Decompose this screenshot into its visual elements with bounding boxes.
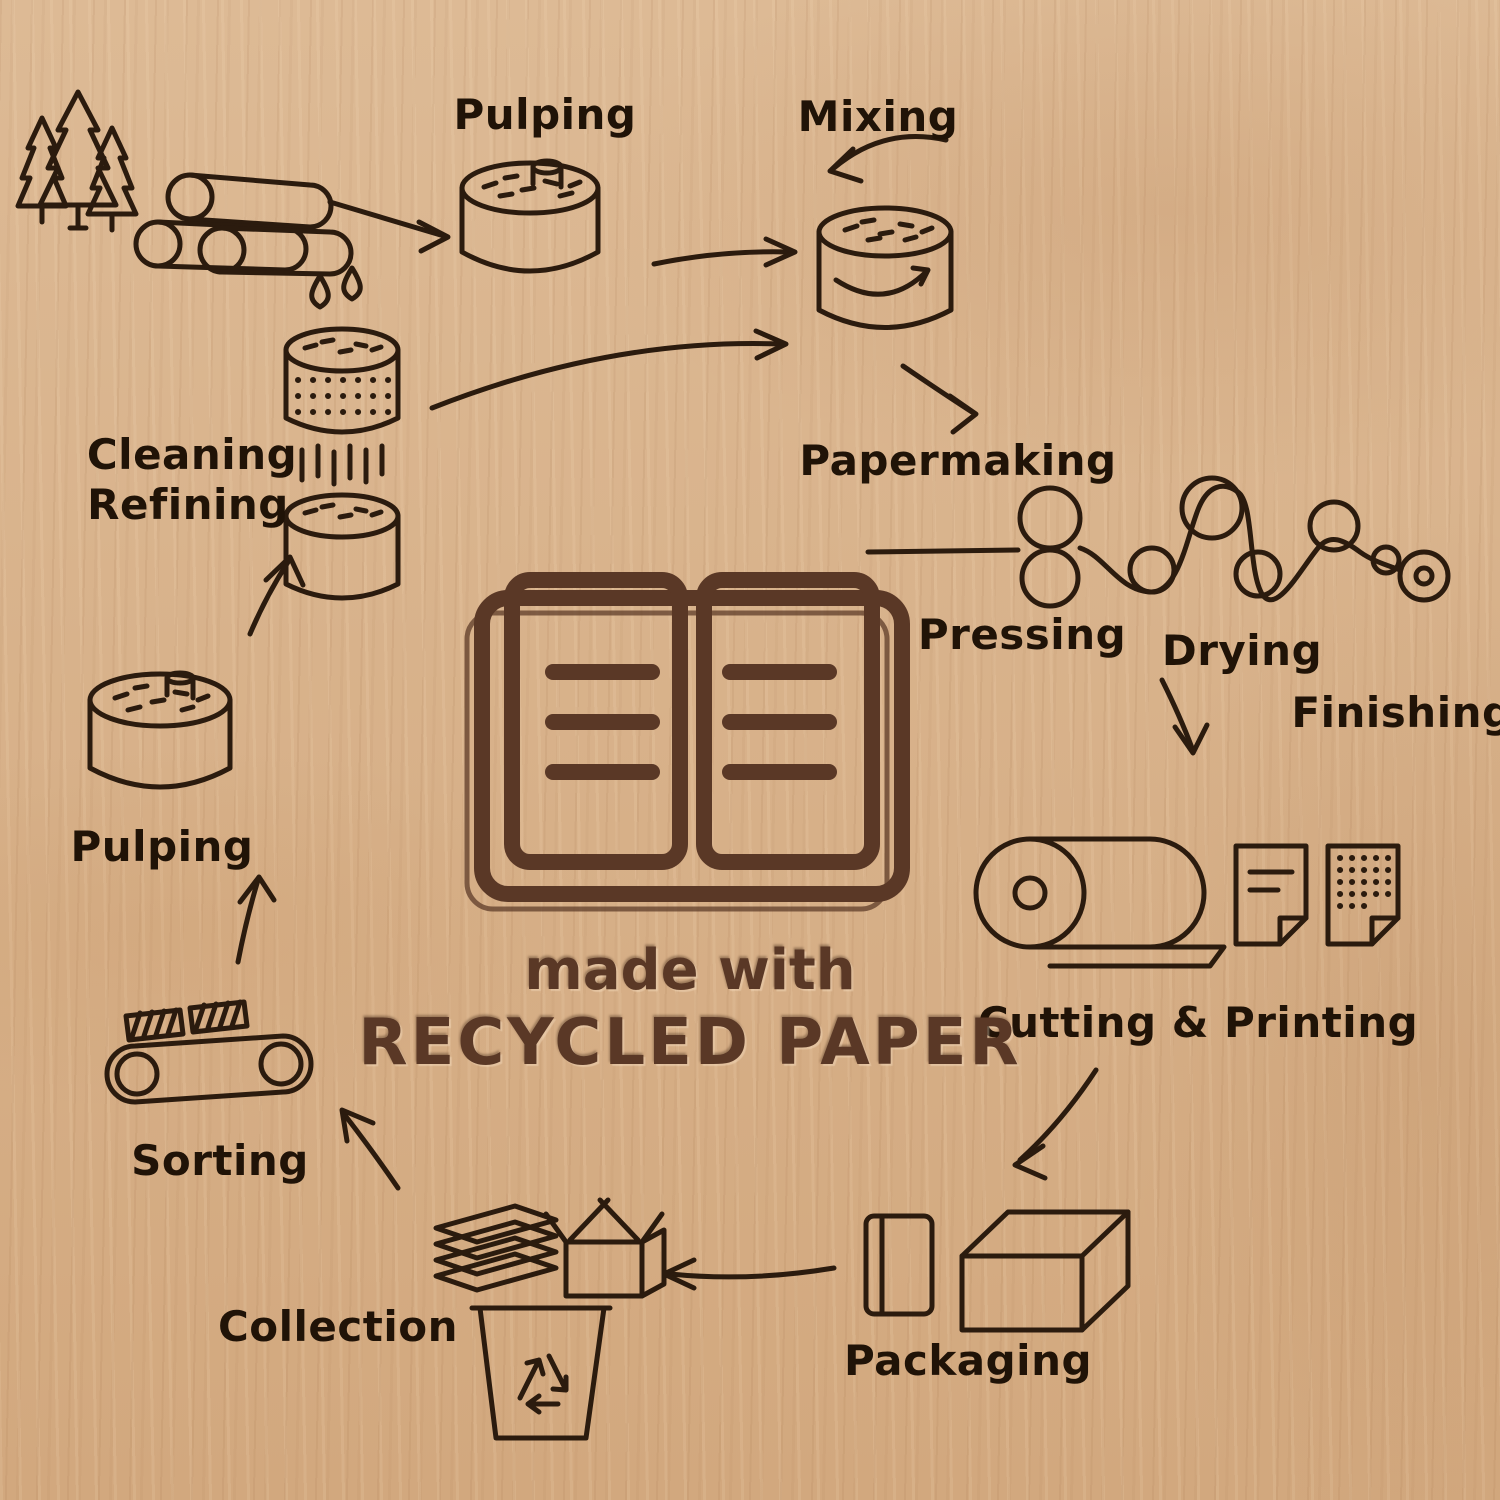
label-cutting-printing: Cutting & Printing — [977, 998, 1419, 1047]
conveyor-icon — [104, 999, 314, 1105]
open-book-icon — [464, 572, 910, 912]
open-box-icon — [543, 1197, 667, 1299]
pulping-vat-left-icon — [87, 670, 233, 790]
label-refining: Refining — [87, 480, 289, 529]
dotted-sheet-icon — [1325, 843, 1401, 947]
recycle-bin-icon — [469, 1305, 613, 1441]
refining-vat-icon — [283, 492, 401, 601]
arrow-packaging-to-collection — [661, 1257, 837, 1291]
label-packaging: Packaging — [843, 1336, 1093, 1385]
box-icon — [959, 1209, 1131, 1333]
arrow-logs-to-pulping — [327, 199, 451, 254]
label-pressing: Pressing — [917, 610, 1127, 659]
cleaning-vat-icon — [283, 326, 401, 487]
paper-roll-icon — [973, 836, 1227, 969]
label-cleaning: Cleaning — [86, 430, 298, 479]
papermaking-machine-icon — [865, 475, 1451, 609]
logs-icon — [133, 172, 354, 277]
label-collection: Collection — [217, 1302, 459, 1351]
arrow-drying-to-roll — [1159, 677, 1210, 756]
mixing-label-arrow — [827, 134, 949, 184]
label-mixing: Mixing — [797, 92, 959, 141]
arrow-cleaning-to-mixing — [429, 328, 789, 411]
label-finishing: Finishing — [1291, 688, 1500, 737]
label-pulping-top: Pulping — [453, 90, 637, 139]
paper-stack-icon — [433, 1203, 559, 1293]
center-title: RECYCLED PAPER — [358, 1006, 1022, 1080]
water-drops-icon — [309, 265, 363, 310]
center-tagline: made with — [524, 938, 856, 1003]
arrow-sorting-to-pulping — [235, 874, 277, 965]
arrow-pulping-to-cleaning — [247, 554, 306, 637]
label-drying: Drying — [1161, 626, 1323, 675]
packaged-book-icon — [863, 1213, 935, 1317]
trees-icon — [15, 89, 139, 233]
arrow-mixing-to-papermaking — [900, 363, 979, 435]
arrow-collection-to-sorting — [339, 1107, 401, 1191]
arrow-pulping-to-mixing — [651, 236, 798, 268]
printed-sheet-icon — [1233, 843, 1309, 947]
pulping-vat-icon — [459, 158, 601, 274]
label-pulping-left: Pulping — [70, 822, 254, 871]
label-sorting: Sorting — [131, 1136, 309, 1185]
label-papermaking: Papermaking — [799, 436, 1117, 485]
mixing-vat-icon — [816, 205, 954, 330]
arrow-cutting-to-packaging — [1012, 1067, 1099, 1181]
